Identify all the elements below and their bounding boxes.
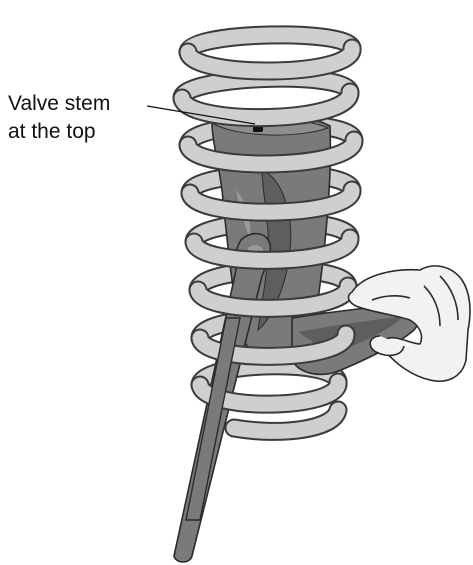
callout-label-line2: at the top	[8, 120, 96, 143]
callout-label-line1: Valve stem	[8, 92, 110, 115]
